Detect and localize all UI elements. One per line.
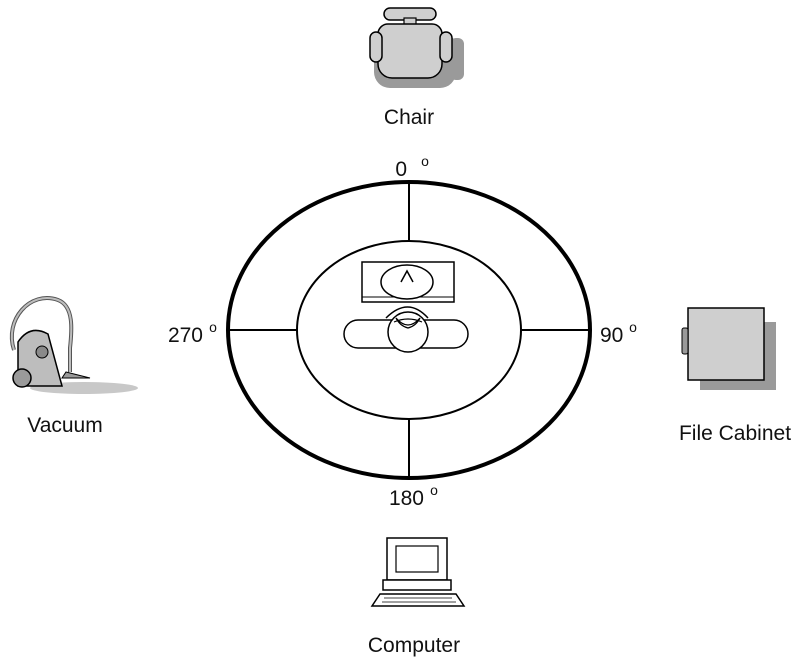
person-at-desk-icon xyxy=(343,261,469,353)
svg-text:o: o xyxy=(430,482,438,498)
chair-label: Chair xyxy=(384,106,434,129)
svg-text:o: o xyxy=(209,319,217,335)
computer-icon xyxy=(370,537,466,607)
svg-text:270: 270 xyxy=(168,324,203,347)
svg-text:90: 90 xyxy=(600,324,623,347)
computer-label: Computer xyxy=(368,634,460,657)
svg-text:180: 180 xyxy=(389,487,424,510)
angle-0-label: 0 o xyxy=(395,153,429,181)
file-cabinet-icon xyxy=(681,307,776,390)
vacuum-label: Vacuum xyxy=(27,414,102,437)
svg-text:o: o xyxy=(629,319,637,335)
file-cabinet-label: File Cabinet xyxy=(679,422,791,445)
angle-90-label: 90 o xyxy=(600,319,637,347)
angle-270-label: 270 o xyxy=(168,319,217,347)
svg-text:0: 0 xyxy=(395,158,407,181)
chair-icon xyxy=(369,7,464,88)
vacuum-icon xyxy=(9,296,138,394)
svg-text:o: o xyxy=(421,153,429,169)
angle-180-label: 180 o xyxy=(389,482,438,510)
